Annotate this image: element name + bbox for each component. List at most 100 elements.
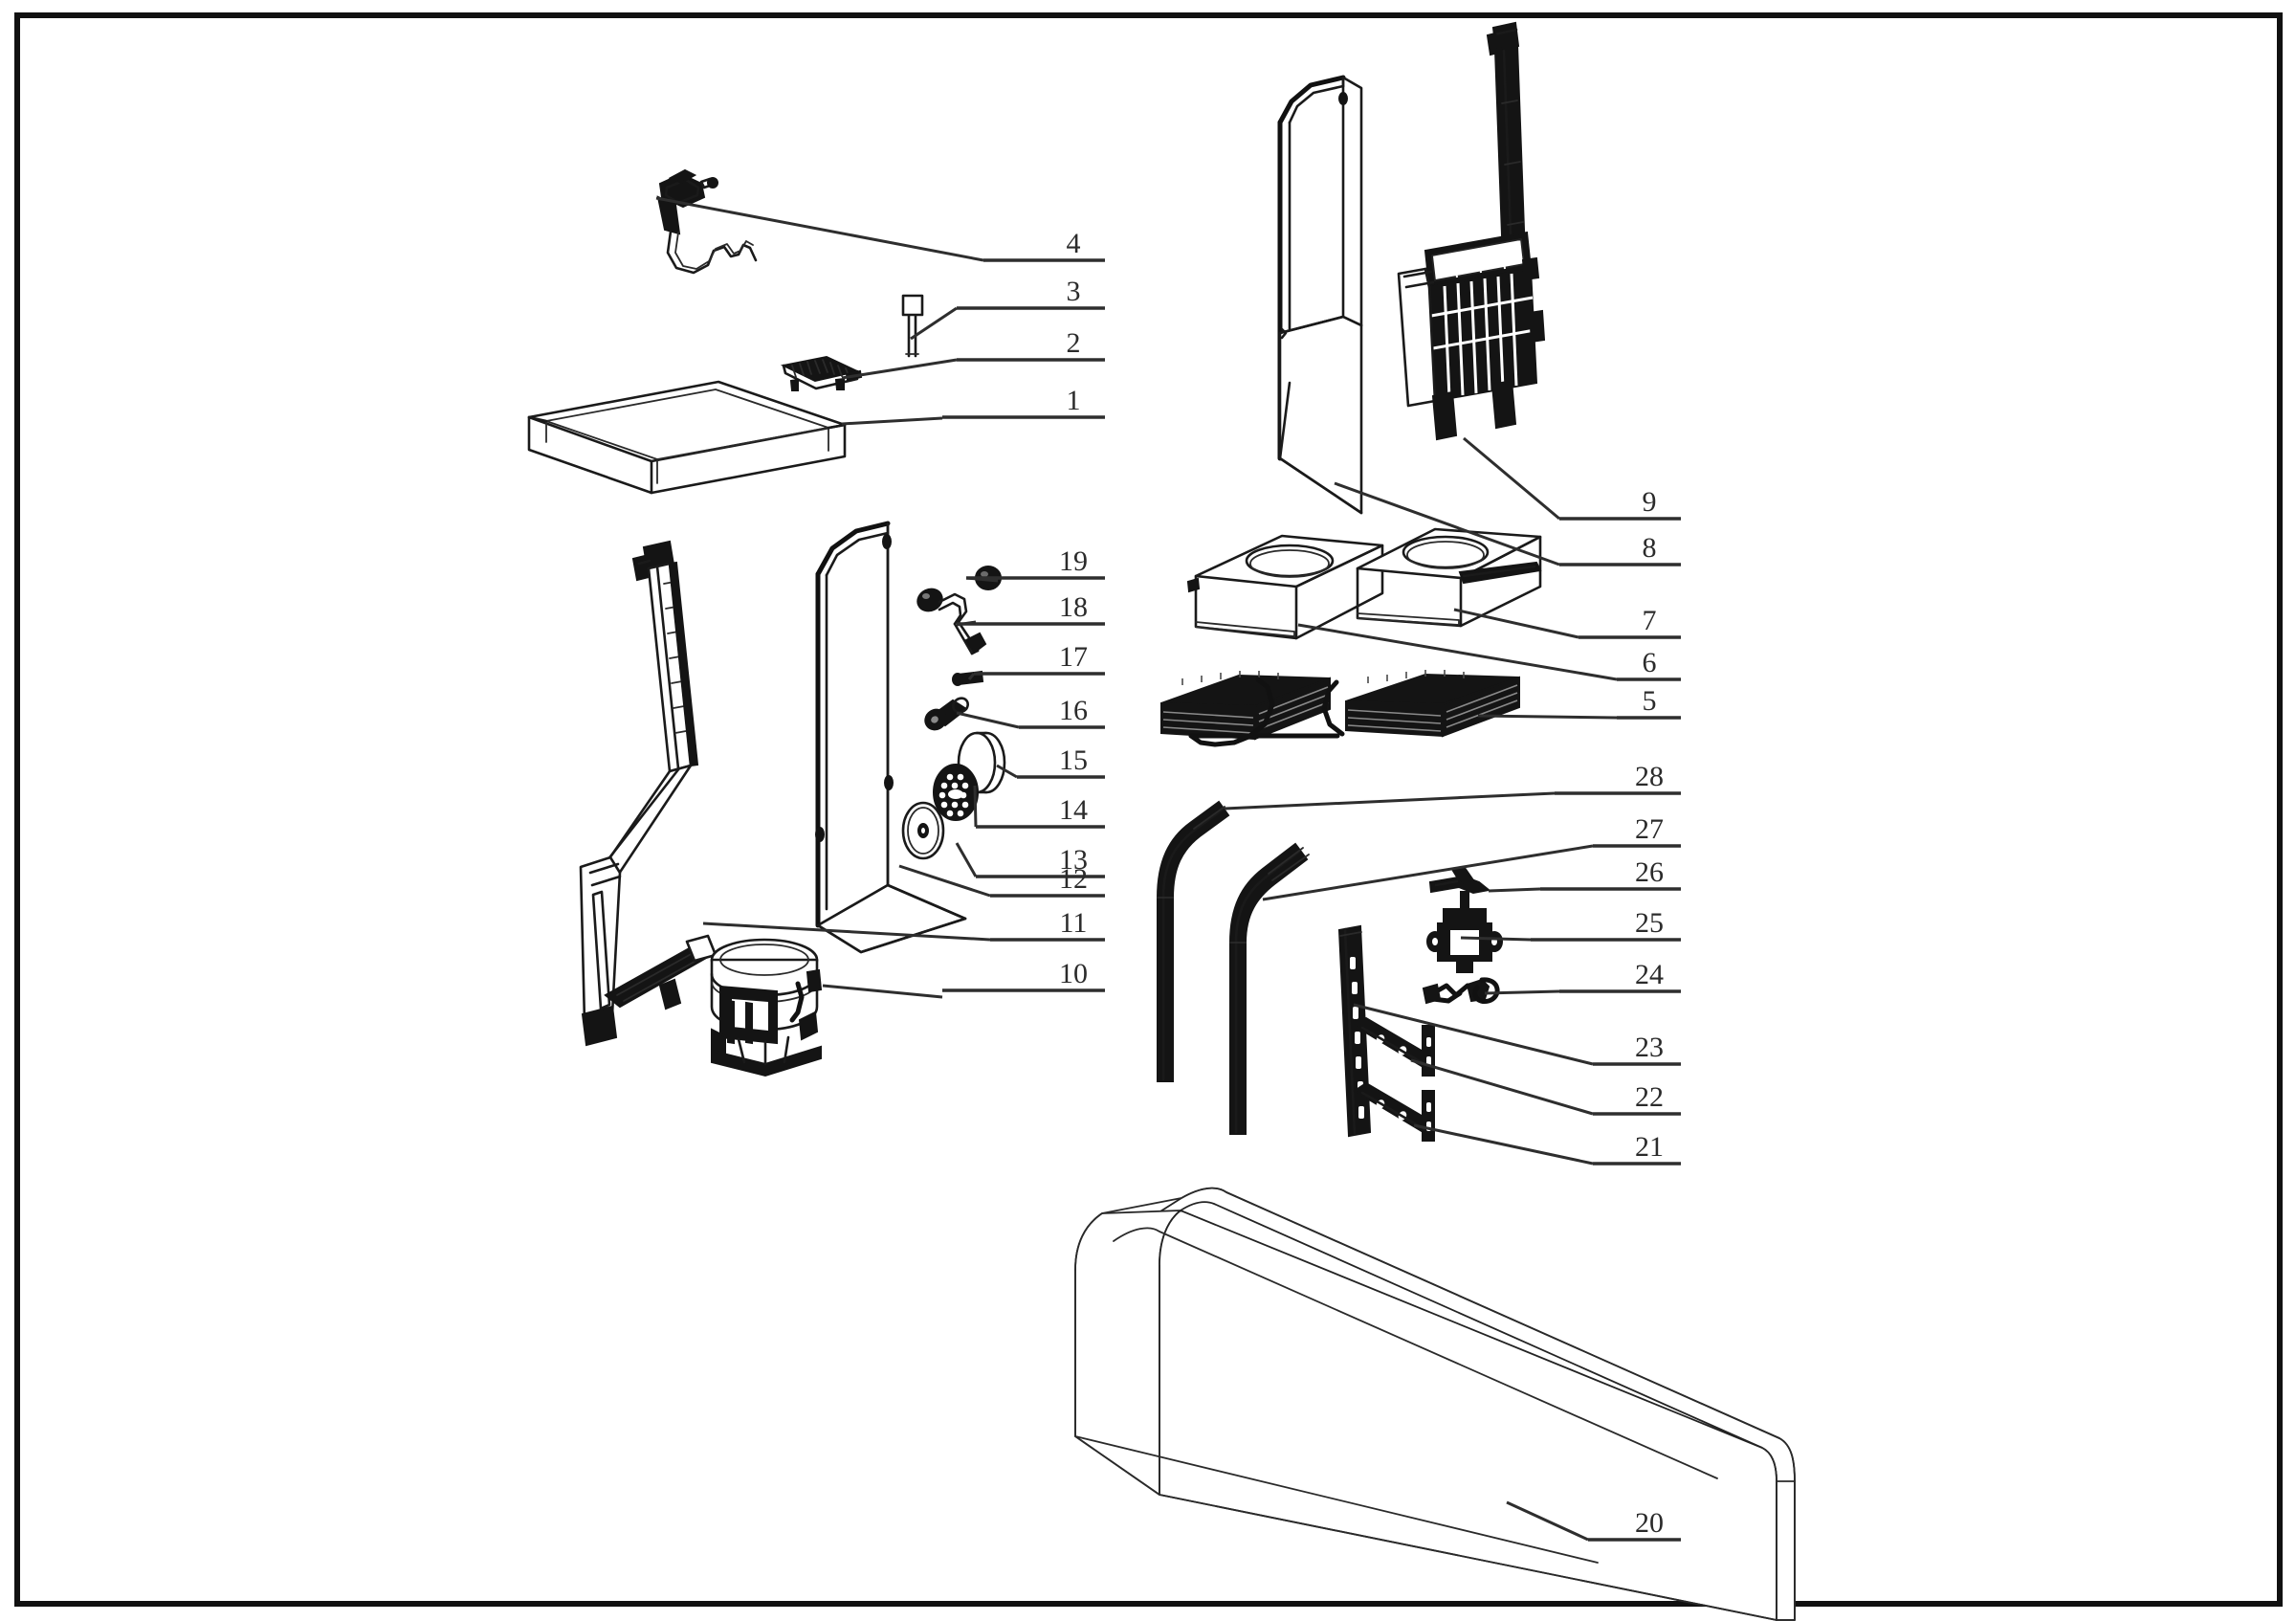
callout-number-4: 4 bbox=[1067, 228, 1081, 259]
callout-number-13: 13 bbox=[1059, 844, 1088, 876]
callout-number-3: 3 bbox=[1067, 276, 1081, 307]
leader-line-3 bbox=[910, 306, 958, 341]
callout-8: 8 bbox=[1334, 481, 1681, 566]
part-mounting-bracket-upper bbox=[1353, 1016, 1435, 1077]
leader-line-1 bbox=[841, 416, 943, 426]
leader-line-4 bbox=[655, 196, 984, 262]
callout-17: 17 bbox=[967, 641, 1105, 680]
part-curved-tube-short bbox=[1229, 842, 1310, 1135]
callout-5: 5 bbox=[1477, 685, 1681, 720]
callout-number-26: 26 bbox=[1635, 856, 1664, 888]
part-curved-tube-long bbox=[1157, 800, 1230, 1082]
callout-number-8: 8 bbox=[1643, 532, 1657, 564]
callout-20: 20 bbox=[1506, 1500, 1681, 1542]
part-door-panel bbox=[1277, 75, 1363, 515]
part-valve-handle bbox=[1428, 866, 1491, 912]
part-valve-body bbox=[1426, 908, 1503, 973]
callout-4: 4 bbox=[655, 196, 1105, 262]
callout-number-20: 20 bbox=[1635, 1507, 1664, 1539]
leader-line-24 bbox=[1484, 989, 1560, 995]
leader-line-17 bbox=[967, 673, 976, 680]
leader-line-8 bbox=[1334, 481, 1560, 566]
callout-number-23: 23 bbox=[1635, 1032, 1664, 1063]
callout-13: 13 bbox=[955, 842, 1105, 878]
callout-27: 27 bbox=[1262, 813, 1681, 901]
callout-number-17: 17 bbox=[1059, 641, 1088, 673]
callout-11: 11 bbox=[702, 907, 1105, 942]
callout-number-28: 28 bbox=[1635, 761, 1664, 792]
callout-24: 24 bbox=[1484, 959, 1681, 995]
callout-number-6: 6 bbox=[1643, 647, 1657, 678]
part-side-frame-assembly bbox=[579, 540, 718, 1047]
callout-number-15: 15 bbox=[1059, 744, 1088, 776]
callout-number-18: 18 bbox=[1059, 591, 1088, 623]
callout-number-19: 19 bbox=[1059, 545, 1088, 577]
part-inner-liner-panel bbox=[815, 521, 967, 954]
callout-number-10: 10 bbox=[1059, 958, 1088, 989]
callout-15: 15 bbox=[996, 744, 1105, 779]
part-power-cord-plug bbox=[656, 168, 758, 275]
leader-line-5 bbox=[1477, 714, 1618, 720]
callout-number-21: 21 bbox=[1635, 1131, 1664, 1163]
callout-25: 25 bbox=[1460, 907, 1681, 942]
callout-number-27: 27 bbox=[1635, 813, 1664, 845]
callout-number-24: 24 bbox=[1635, 959, 1664, 990]
leader-line-7 bbox=[1453, 608, 1579, 639]
part-grille-strip bbox=[780, 355, 863, 391]
leader-line-28 bbox=[1224, 791, 1556, 810]
callout-14: 14 bbox=[973, 785, 1105, 829]
drawing-border bbox=[14, 12, 2283, 1607]
leader-line-15 bbox=[996, 764, 1018, 779]
callout-10: 10 bbox=[822, 958, 1105, 999]
callout-23: 23 bbox=[1353, 1003, 1681, 1066]
part-outer-cabinet-hood bbox=[1074, 1187, 1796, 1621]
part-compressor bbox=[710, 938, 823, 1077]
part-drain-elbow-tube bbox=[916, 588, 987, 655]
leader-line-21 bbox=[1413, 1123, 1594, 1166]
callout-1: 1 bbox=[841, 385, 1105, 426]
callout-19: 19 bbox=[965, 545, 1105, 583]
leader-line-11 bbox=[702, 922, 991, 942]
callout-9: 9 bbox=[1463, 436, 1681, 521]
callout-layer: 4321191817161514131211109876528272625242… bbox=[655, 196, 1681, 1542]
callout-12: 12 bbox=[898, 863, 1105, 898]
callout-2: 2 bbox=[841, 327, 1105, 380]
leader-line-2 bbox=[841, 358, 958, 380]
callout-7: 7 bbox=[1453, 605, 1681, 639]
callout-21: 21 bbox=[1413, 1123, 1681, 1166]
leader-line-16 bbox=[956, 711, 1020, 729]
part-wire-shelf-rack bbox=[1397, 21, 1546, 441]
leader-line-25 bbox=[1460, 936, 1532, 942]
callout-3: 3 bbox=[910, 276, 1105, 341]
callout-18: 18 bbox=[956, 591, 1105, 627]
part-drip-tray bbox=[527, 380, 847, 495]
callout-number-14: 14 bbox=[1059, 794, 1088, 826]
part-washer-disc bbox=[901, 801, 945, 860]
leader-line-20 bbox=[1506, 1500, 1589, 1542]
leader-line-13 bbox=[955, 842, 978, 877]
callout-number-5: 5 bbox=[1643, 685, 1657, 717]
part-fan-housing-left bbox=[1186, 534, 1384, 640]
callout-number-7: 7 bbox=[1643, 605, 1657, 636]
leader-line-22 bbox=[1410, 1058, 1594, 1116]
part-wire-clip bbox=[1422, 977, 1500, 1005]
callout-26: 26 bbox=[1488, 856, 1681, 893]
callout-number-2: 2 bbox=[1067, 327, 1081, 359]
leader-line-26 bbox=[1488, 887, 1541, 893]
callout-28: 28 bbox=[1224, 761, 1681, 810]
callout-number-22: 22 bbox=[1635, 1081, 1664, 1113]
callout-number-25: 25 bbox=[1635, 907, 1664, 939]
part-perforated-disc bbox=[933, 764, 979, 821]
leader-line-12 bbox=[898, 864, 991, 898]
callout-number-16: 16 bbox=[1059, 695, 1088, 726]
callout-number-11: 11 bbox=[1060, 907, 1088, 939]
leader-line-23 bbox=[1353, 1003, 1594, 1066]
leader-line-10 bbox=[822, 984, 943, 999]
leader-line-14 bbox=[973, 785, 978, 828]
leader-line-6 bbox=[1297, 623, 1618, 681]
callout-6: 6 bbox=[1297, 623, 1681, 681]
leader-line-9 bbox=[1463, 436, 1560, 521]
leader-line-27 bbox=[1262, 844, 1594, 901]
callout-22: 22 bbox=[1410, 1058, 1681, 1116]
